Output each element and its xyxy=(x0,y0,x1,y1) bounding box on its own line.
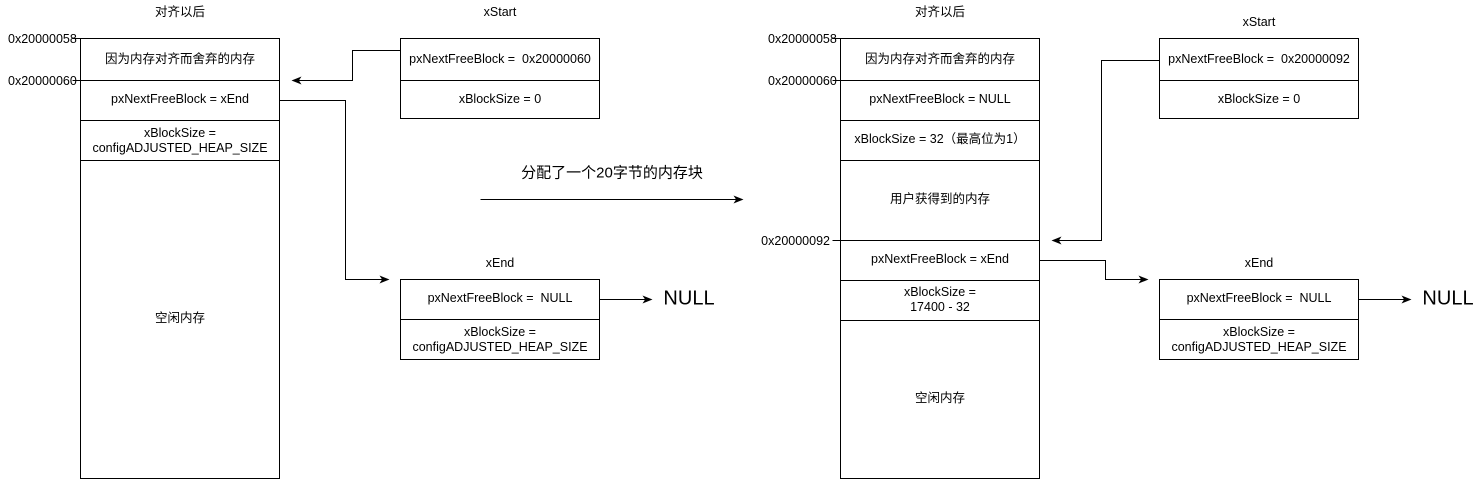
left-xstart-outline xyxy=(399,37,601,120)
right-heap-outline xyxy=(839,37,1041,480)
right-connector-xstart-to-heap xyxy=(1051,59,1160,245)
left-xend-title: xEnd xyxy=(485,256,515,271)
left-xstart-row-pxnextfreeblock: pxNextFreeBlock = 0x20000060 xyxy=(409,52,591,67)
right-heap-title: 对齐以后 xyxy=(914,5,966,20)
right-heap-cell-pxnextfreeblock-xend: pxNextFreeBlock = xEnd xyxy=(871,252,1009,267)
right-heap-cell-xblocksize-line1: xBlockSize = xyxy=(904,285,976,300)
right-heap-cell-xblocksize-line2: 17400 - 32 xyxy=(910,300,970,315)
right-xend-row-xblocksize-line2: configADJUSTED_HEAP_SIZE xyxy=(1171,340,1347,355)
right-address-0x20000060: 0x20000060 xyxy=(768,74,837,88)
right-heap-cell-xblocksize-32: xBlockSize = 32（最高位为1） xyxy=(854,132,1026,147)
left-connector-xstart-to-heap xyxy=(291,49,401,85)
left-heap-cell-xblocksize-line2: configADJUSTED_HEAP_SIZE xyxy=(92,141,268,156)
left-heap-cell-xblocksize-line1: xBlockSize = xyxy=(144,126,216,141)
left-heap-cell-free-memory: 空闲内存 xyxy=(154,311,206,326)
right-heap-cell-user-memory: 用户获得到的内存 xyxy=(889,192,991,207)
left-connector-heap-to-xend xyxy=(279,99,390,284)
left-address-0x20000058: 0x20000058 xyxy=(8,32,77,46)
right-heap-cell-free-memory: 空闲内存 xyxy=(914,391,966,406)
left-address-0x20000060: 0x20000060 xyxy=(8,74,77,88)
right-xstart-title: xStart xyxy=(1242,15,1276,30)
right-null-label: NULL xyxy=(1422,287,1474,310)
left-xstart-title: xStart xyxy=(483,5,517,20)
right-xstart-row-pxnextfreeblock: pxNextFreeBlock = 0x20000092 xyxy=(1168,52,1350,67)
right-address-0x20000092: 0x20000092 xyxy=(761,234,830,248)
right-address-0x20000058: 0x20000058 xyxy=(768,32,837,46)
right-heap-cell-pxnextfreeblock-null: pxNextFreeBlock = NULL xyxy=(869,92,1011,107)
right-xstart-row-xblocksize: xBlockSize = 0 xyxy=(1217,92,1301,107)
right-xend-row-pxnextfreeblock: pxNextFreeBlock = NULL xyxy=(1186,291,1332,306)
right-xstart-outline xyxy=(1158,37,1360,120)
left-xend-row-pxnextfreeblock: pxNextFreeBlock = NULL xyxy=(427,291,573,306)
left-null-label: NULL xyxy=(663,287,715,310)
left-heap-cell-discarded: 因为内存对齐而舍弃的内存 xyxy=(104,52,256,67)
left-heap-outline xyxy=(79,37,281,480)
left-xend-row-xblocksize-line2: configADJUSTED_HEAP_SIZE xyxy=(412,340,588,355)
left-xstart-row-xblocksize: xBlockSize = 0 xyxy=(458,92,542,107)
transition-label: 分配了一个20字节的内存块 xyxy=(521,164,703,182)
left-xend-row-xblocksize-line1: xBlockSize = xyxy=(464,325,536,340)
left-heap-title: 对齐以后 xyxy=(154,5,206,20)
right-heap-cell-discarded: 因为内存对齐而舍弃的内存 xyxy=(864,52,1016,67)
right-connector-heap-to-xend xyxy=(1039,259,1149,284)
right-xend-title: xEnd xyxy=(1244,256,1274,271)
left-heap-cell-pxnextfreeblock: pxNextFreeBlock = xEnd xyxy=(111,92,249,107)
right-xend-row-xblocksize-line1: xBlockSize = xyxy=(1223,325,1295,340)
